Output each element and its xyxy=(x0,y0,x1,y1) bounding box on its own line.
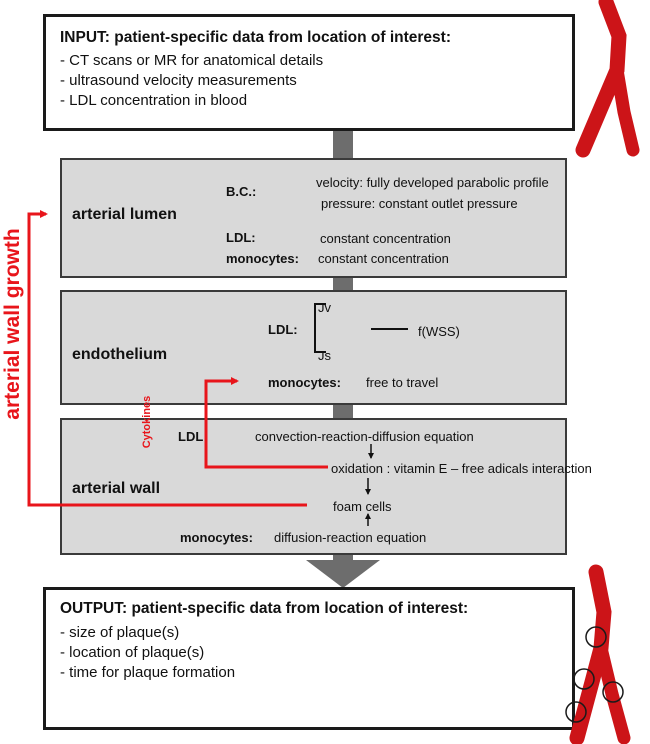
healthy-artery-illustration xyxy=(575,0,640,158)
lumen-monocytes-label: monocytes: xyxy=(226,251,299,266)
bc-label: B.C.: xyxy=(226,184,257,199)
arterial-wall-panel: arterial wall LDL: convection-reaction-d… xyxy=(60,418,592,555)
connector-lumen-endothelium xyxy=(333,276,353,292)
output-item: - location of plaque(s) xyxy=(60,644,205,661)
arterial-lumen-panel: arterial lumen B.C.: velocity: fully dev… xyxy=(60,158,567,278)
arterial-wall-growth-label: arterial wall growth xyxy=(1,228,24,420)
lumen-ldl-value: constant concentration xyxy=(320,231,451,246)
connector-input-lumen xyxy=(333,129,353,160)
lumen-ldl-label: LDL: xyxy=(226,230,256,245)
input-title: INPUT: patient-specific data from locati… xyxy=(60,29,451,46)
output-title: OUTPUT: patient-specific data from locat… xyxy=(60,600,469,617)
plaque-marker xyxy=(602,681,624,703)
endothelium-ldl-label: LDL: xyxy=(268,322,298,337)
plaque-marker xyxy=(573,668,595,690)
pressure-text: pressure: constant outlet pressure xyxy=(321,196,518,211)
input-item: - ultrasound velocity measurements xyxy=(60,72,297,89)
connector-endothelium-wall xyxy=(333,403,353,420)
oxidation-text: oxidation : vitamin E – free adicals int… xyxy=(331,461,592,476)
endothelium-panel: endothelium LDL: Jv Js f(WSS) monocytes:… xyxy=(60,290,567,405)
down-arrow-to-output xyxy=(306,553,380,588)
lumen-monocytes-value: constant concentration xyxy=(318,251,449,266)
input-box: INPUT: patient-specific data from locati… xyxy=(43,14,575,131)
cytokines-label: Cytokines xyxy=(141,395,153,449)
input-item: - LDL concentration in blood xyxy=(60,92,248,109)
output-item: - size of plaque(s) xyxy=(60,624,180,641)
output-box: OUTPUT: patient-specific data from locat… xyxy=(43,587,575,730)
plaque-marker xyxy=(565,701,587,723)
fwss-label: f(WSS) xyxy=(418,324,460,339)
arterial-wall-growth-arrow xyxy=(27,210,307,507)
endothelium-monocytes-value: free to travel xyxy=(366,375,439,390)
arterial-wall-label: arterial wall xyxy=(72,480,161,497)
wall-monocytes-equation: diffusion-reaction equation xyxy=(274,530,427,545)
input-item: - CT scans or MR for anatomical details xyxy=(60,52,324,69)
jv-js-bracket xyxy=(314,303,326,353)
wall-ldl-equation: convection-reaction-diffusion equation xyxy=(255,429,474,444)
plaque-artery-illustration xyxy=(565,564,631,744)
wall-ldl-label: LDL: xyxy=(178,429,208,444)
plaque-marker xyxy=(585,626,607,648)
velocity-text: velocity: fully developed parabolic prof… xyxy=(316,175,549,190)
endothelium-monocytes-label: monocytes: xyxy=(268,375,341,390)
output-item: - time for plaque formation xyxy=(60,664,236,681)
foam-cells-text: foam cells xyxy=(333,499,392,514)
arterial-lumen-label: arterial lumen xyxy=(72,206,177,223)
cytokines-arrow xyxy=(204,377,328,469)
wall-monocytes-label: monocytes: xyxy=(180,530,253,545)
endothelium-label: endothelium xyxy=(72,346,168,363)
